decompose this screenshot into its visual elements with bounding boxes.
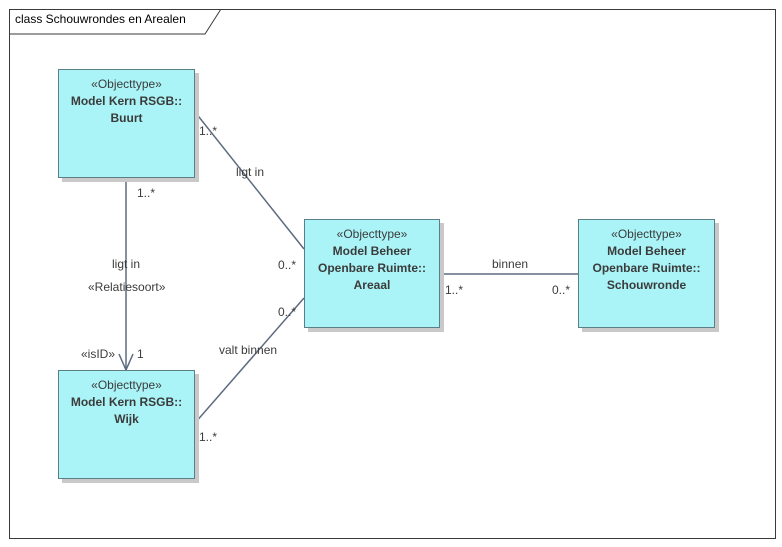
class-schouwronde[interactable]: «Objecttype» Model Beheer Openbare Ruimt… xyxy=(578,219,715,328)
multiplicity-buurt-wijk-target: 1 xyxy=(137,347,144,361)
multiplicity-areaal-schouwronde-target: 0..* xyxy=(552,283,571,297)
assoc-line-buurt-areaal xyxy=(194,111,305,250)
diagram-frame xyxy=(9,9,776,539)
role-buurt-wijk-target: «isID» xyxy=(81,347,116,361)
multiplicity-buurt-areaal-source: 1..* xyxy=(199,124,218,138)
class-wijk[interactable]: «Objecttype» Model Kern RSGB:: Wijk xyxy=(58,370,195,479)
class-name: Model Beheer Openbare Ruimte:: Areaal xyxy=(317,244,426,292)
assoc-line-wijk-areaal xyxy=(194,297,305,424)
multiplicity-wijk-areaal-source: 1..* xyxy=(199,430,218,444)
class-name: Model Beheer Openbare Ruimte:: Schouwron… xyxy=(592,244,701,292)
class-areaal[interactable]: «Objecttype» Model Beheer Openbare Ruimt… xyxy=(304,219,440,328)
assoc-name-wijk-areaal: valt binnen xyxy=(219,343,278,357)
multiplicity-areaal-schouwronde-source: 1..* xyxy=(445,283,464,297)
multiplicity-buurt-wijk-source: 1..* xyxy=(137,186,156,200)
assoc-stereotype-buurt-wijk: «Relatiesoort» xyxy=(88,280,166,294)
class-buurt[interactable]: «Objecttype» Model Kern RSGB:: Buurt xyxy=(58,69,195,178)
class-stereotype: «Objecttype» xyxy=(611,227,682,241)
assoc-name-buurt-areaal: ligt in xyxy=(236,165,265,179)
class-stereotype: «Objecttype» xyxy=(91,77,162,91)
assoc-name-areaal-schouwronde: binnen xyxy=(492,257,529,271)
multiplicity-buurt-areaal-target: 0..* xyxy=(278,258,297,272)
assoc-name-buurt-wijk: ligt in xyxy=(112,257,141,271)
class-stereotype: «Objecttype» xyxy=(91,378,162,392)
class-name: Model Kern RSGB:: Buurt xyxy=(70,94,183,125)
frame-title-tab xyxy=(9,9,222,35)
frame-title: class Schouwrondes en Arealen xyxy=(15,12,186,26)
class-stereotype: «Objecttype» xyxy=(336,227,408,241)
class-name: Model Kern RSGB:: Wijk xyxy=(70,395,183,426)
multiplicity-wijk-areaal-target: 0..* xyxy=(278,305,297,319)
